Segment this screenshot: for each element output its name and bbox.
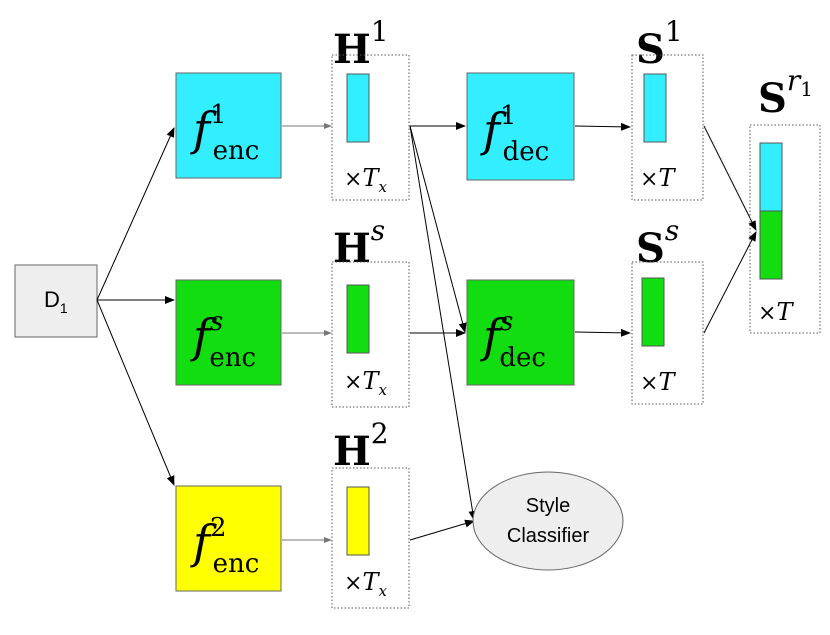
combined-state-title: Sr1 — [758, 64, 813, 122]
arrow-ss-to-combined — [703, 231, 757, 334]
arrow-h2-to-classifier — [409, 519, 475, 541]
style-classifier-ellipse — [472, 471, 624, 571]
state-1: S1 ×T — [631, 15, 704, 201]
input-label: D1 — [44, 287, 68, 316]
hidden-2-frame — [331, 467, 410, 609]
hidden-s-frame — [331, 261, 410, 408]
decoder-s-box — [466, 279, 575, 386]
hidden-s-dim: ×Tx — [344, 367, 387, 399]
state-1-vector — [643, 73, 667, 143]
state-1-title: S1 — [636, 15, 683, 73]
hidden-2-vector — [346, 486, 370, 556]
arrow-d1-to-enc2 — [96, 299, 175, 486]
arrow-decs-to-ss — [574, 328, 631, 337]
combined-state-bottom — [759, 210, 783, 280]
hidden-1-frame — [331, 54, 410, 201]
state-s-dim: ×T — [640, 368, 676, 396]
state-s-frame — [631, 261, 704, 405]
state-s-title: Ss — [636, 214, 679, 272]
arrow-h1-to-classifier — [409, 125, 477, 521]
combined-state-top — [759, 142, 783, 212]
arrow-dec1-to-s1 — [574, 122, 631, 131]
hidden-s-vector — [346, 284, 370, 354]
hidden-s-title: Hs — [333, 214, 385, 272]
hidden-2-dim: ×Tx — [344, 568, 387, 600]
style-classifier: Style Classifier — [472, 471, 624, 571]
state-s: Ss ×T — [631, 214, 704, 405]
input-node: D1 — [14, 264, 98, 338]
combined-state-dim: ×T — [758, 298, 794, 326]
input-box — [14, 264, 98, 338]
encoder-1-box — [175, 72, 282, 179]
decoder-1-box — [466, 72, 575, 181]
arrow-s1-to-combined — [703, 125, 757, 231]
arrow-d1-to-enc1 — [96, 127, 175, 301]
encoder-s-box — [175, 279, 282, 386]
hidden-s: Hs ×Tx — [331, 214, 410, 408]
hidden-2: H2 ×Tx — [331, 417, 410, 609]
hidden-1-dim: ×Tx — [344, 164, 387, 196]
state-1-frame — [631, 54, 704, 201]
hidden-1-vector — [346, 73, 370, 143]
hidden-2-title: H2 — [333, 417, 389, 475]
combined-state: Sr1 ×T — [749, 64, 821, 334]
hidden-1: H1 ×Tx — [331, 15, 410, 201]
encoder-2-box — [175, 485, 282, 592]
state-s-vector — [641, 277, 665, 347]
style-classifier-line2: Classifier — [507, 525, 590, 547]
arrow-h1-to-decs — [409, 125, 467, 333]
state-1-dim: ×T — [640, 164, 676, 192]
combined-state-frame — [749, 124, 821, 334]
style-classifier-line1: Style — [526, 495, 570, 517]
hidden-1-title: H1 — [333, 15, 389, 73]
